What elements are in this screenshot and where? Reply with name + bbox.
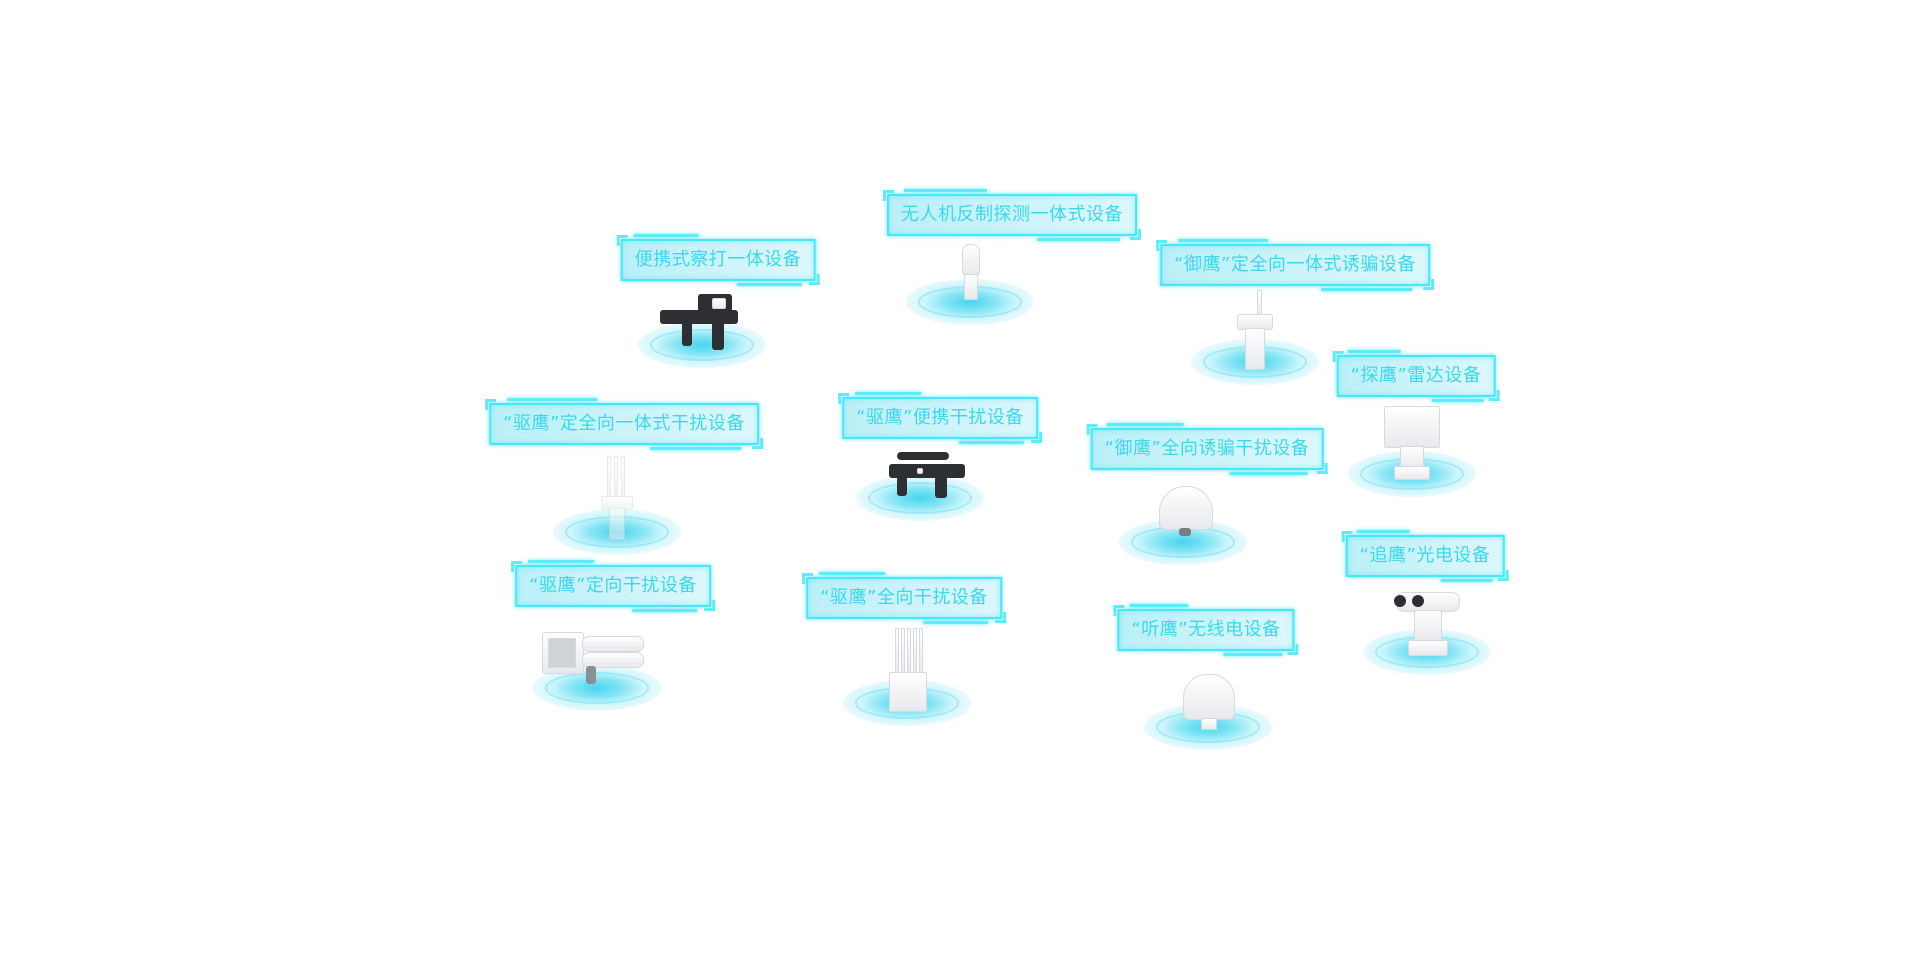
device-card-omni-jammer[interactable]: “驱鹰”全向干扰设备 [0,0,1006,726]
device-card-omni-directional-jammer[interactable]: “驱鹰”定全向一体式干扰设备 [0,0,763,555]
device-label: “御鹰”全向诱骗干扰设备 [1086,423,1328,475]
device-label: “追鹰”光电设备 [1341,530,1509,582]
rifle-jammer-icon [889,452,967,500]
device-label-text: 无人机反制探测一体式设备 [901,204,1123,225]
device-label: “驱鹰”定全向一体式干扰设备 [485,398,763,450]
device-label-text: “探鹰”雷达设备 [1350,365,1482,386]
device-label-text: 便携式察打一体设备 [634,249,802,270]
device-label: “探鹰”雷达设备 [1332,350,1500,402]
device-card-spoofing-mast[interactable]: “御鹰”定全向一体式诱骗设备 [0,0,1434,385]
device-card-electro-optical[interactable]: “追鹰”光电设备 [0,0,1509,675]
device-label-text: “驱鹰”便携干扰设备 [856,407,1024,428]
device-card-radar[interactable]: “探鹰”雷达设备 [0,0,1500,497]
omni-jammer-box-icon [887,628,927,712]
device-card-handheld-strike[interactable]: 便携式察打一体设备 [0,0,820,368]
directional-jammer-icon [542,630,650,688]
device-card-portable-jammer[interactable]: “驱鹰”便携干扰设备 [0,0,1042,521]
device-label-text: “御鹰”定全向一体式诱骗设备 [1174,254,1416,275]
device-label: “驱鹰”定向干扰设备 [511,560,715,612]
device-label: “驱鹰”便携干扰设备 [838,392,1042,444]
detector-pole-icon [958,244,982,300]
device-label: 无人机反制探测一体式设备 [883,189,1141,241]
device-label-text: “驱鹰”定全向一体式干扰设备 [503,413,745,434]
antenna-array-icon [597,456,637,540]
device-platform [638,322,766,368]
device-card-dome-spoofer[interactable]: “御鹰”全向诱骗干扰设备 [0,0,1328,565]
device-label-text: “听鹰”无线电设备 [1131,619,1281,640]
radio-dome-icon [1181,674,1235,730]
device-card-directional-jammer[interactable]: “驱鹰”定向干扰设备 [0,0,715,711]
device-label-text: “驱鹰”全向干扰设备 [820,587,988,608]
dome-spoofer-icon [1155,486,1215,542]
device-card-detector[interactable]: 无人机反制探测一体式设备 [0,0,1141,325]
device-platform [856,475,984,521]
device-label: 便携式察打一体设备 [616,234,820,286]
device-label: “御鹰”定全向一体式诱骗设备 [1156,239,1434,291]
radar-panel-icon [1384,406,1440,480]
device-label-text: “追鹰”光电设备 [1359,545,1491,566]
device-card-radio[interactable]: “听鹰”无线电设备 [0,0,1299,750]
handheld-jammer-gun-icon [660,292,740,352]
electro-optical-camera-icon [1392,592,1462,658]
device-label: “听鹰”无线电设备 [1113,604,1299,656]
device-label-text: “御鹰”全向诱骗干扰设备 [1104,438,1310,459]
device-label-text: “驱鹰”定向干扰设备 [529,575,697,596]
spoofing-mast-icon [1231,290,1275,370]
device-label: “驱鹰”全向干扰设备 [802,572,1006,624]
device-platform [533,665,661,711]
